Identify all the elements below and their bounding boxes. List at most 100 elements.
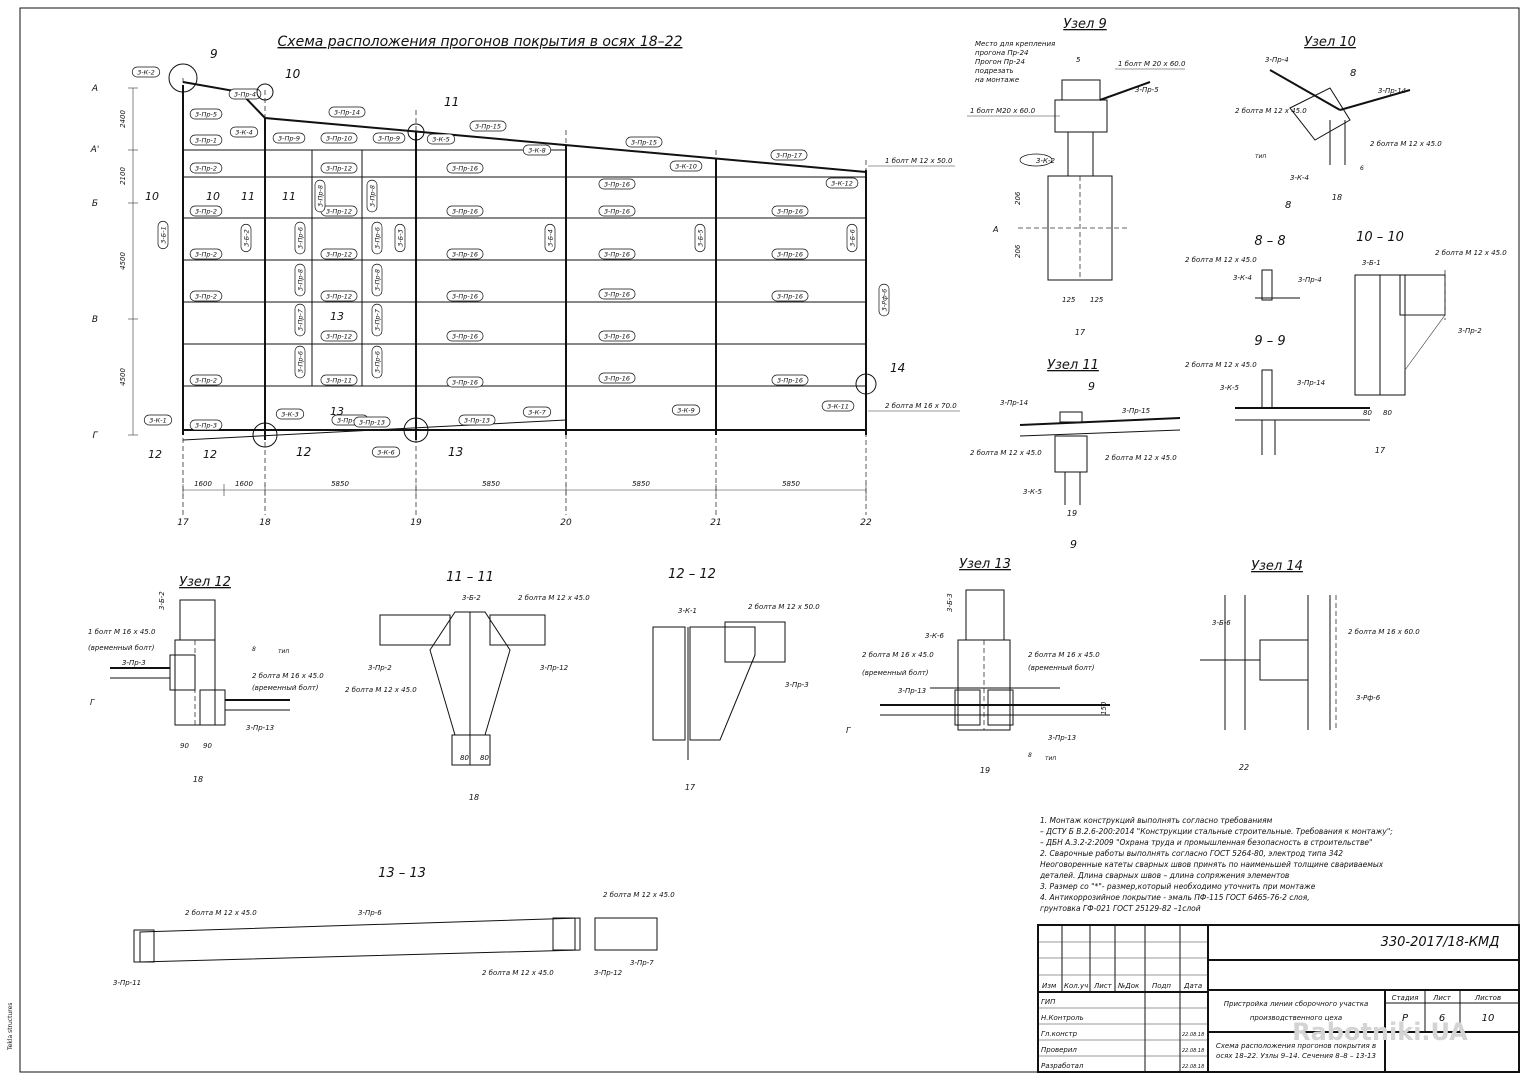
- sec99-mark-2: 3-Пр-14: [1297, 379, 1325, 387]
- uzel12-bolt-a: 1 болт М 16 х 45.0: [88, 628, 156, 636]
- sec1010-dim-1: 80: [1363, 409, 1372, 417]
- plan-tag-mid-7: 3-Пр-12: [320, 330, 358, 342]
- uzel9-note-4: подрезать: [975, 67, 1014, 75]
- svg-text:3-Пр-16: 3-Пр-16: [604, 208, 630, 216]
- sec88-mark-1: 3-К-4: [1233, 274, 1252, 282]
- svg-text:3-К-12: 3-К-12: [831, 180, 853, 188]
- main-plan: Схема расположения прогонов покрытия в о…: [90, 34, 960, 528]
- uzel9-mark-pr: 3-Пр-5: [1135, 86, 1159, 94]
- sec1313-mark-4: 3-Пр-7: [630, 959, 654, 967]
- axis-x-18: 18: [259, 518, 271, 528]
- svg-text:3-Пр-16: 3-Пр-16: [777, 377, 803, 385]
- tb-sheets: 10: [1482, 1013, 1495, 1024]
- svg-text:3-Пр-8: 3-Пр-8: [369, 185, 377, 207]
- svg-text:3-Пр-2: 3-Пр-2: [195, 208, 217, 216]
- plan-tag-main-1: 3-Пр-5: [189, 108, 223, 120]
- svg-text:3-Пр-13: 3-Пр-13: [337, 417, 363, 425]
- uzel9-title: Узел 9: [1063, 17, 1107, 32]
- svg-text:3-Б-2: 3-Б-2: [243, 229, 251, 246]
- sec1212-title: 12 – 12: [668, 567, 716, 582]
- uzel9-dim-1: 206: [1014, 191, 1022, 205]
- sec1111-dim-2: 80: [480, 754, 489, 762]
- plan-tag-main-31: 3-Б-5: [694, 223, 706, 253]
- uzel9-dim-3: 125: [1062, 296, 1076, 304]
- uzel12-axis: Г: [90, 698, 95, 707]
- uzel13-dim: 150: [1100, 701, 1108, 715]
- plan-tag-main-25: 3-К-6: [371, 446, 401, 458]
- plan-tag-16-2: 3-Пр-16: [446, 248, 484, 260]
- svg-text:3-Пр-13: 3-Пр-13: [464, 417, 490, 425]
- plan-tag-mid-12: 3-Пр-6: [371, 221, 383, 255]
- dims-bottom: 1600 1600 5850 5850 5850 5850: [182, 480, 867, 496]
- dim-left-4: 4500: [119, 368, 127, 386]
- uzel9-gap: 5: [1076, 56, 1081, 64]
- svg-text:3-Пр-8: 3-Пр-8: [317, 185, 325, 207]
- side-label: Tekla structures: [7, 1003, 14, 1051]
- sec88-title: 8 – 8: [1254, 234, 1285, 249]
- callout-10: 10: [285, 67, 301, 81]
- uzel9-note-2: прогона Пр-24: [975, 49, 1029, 57]
- svg-text:3-Пр-2: 3-Пр-2: [195, 293, 217, 301]
- axis-y-a: А: [91, 84, 98, 94]
- uzel14-title: Узел 14: [1251, 559, 1303, 574]
- uzel13-axis-num: 19: [980, 766, 990, 775]
- plan-tag-main-18: 3-Пр-17: [770, 149, 808, 161]
- uzel-10: Узел 10 3-Пр-4 3-Пр-14 3-К-4 2 болта М 1…: [1235, 35, 1442, 211]
- plan-tag-mid-13: 3-Пр-8: [294, 263, 306, 297]
- dim-bottom-1: 1600: [194, 480, 212, 488]
- uzel10-cut-2: 8: [1285, 200, 1291, 211]
- svg-text:3-Пр-9: 3-Пр-9: [378, 135, 400, 143]
- uzel12-mark-2: 3-Пр-3: [122, 659, 146, 667]
- uzel-13: Узел 13 3-Б-3 3-К-6 3-Пр-13 3-Пр-13 2 бо…: [846, 557, 1110, 775]
- sec1111-dim-1: 80: [460, 754, 469, 762]
- svg-text:3-Пр-12: 3-Пр-12: [326, 165, 352, 173]
- svg-text:3-Пр-15: 3-Пр-15: [631, 139, 657, 147]
- sec1010-mark-1: 3-Б-1: [1362, 259, 1381, 267]
- svg-text:3-Пр-6: 3-Пр-6: [297, 227, 305, 249]
- sec1313-mark-3: 3-Пр-12: [594, 969, 623, 977]
- uzel10-mark-2: 3-Пр-14: [1378, 87, 1406, 95]
- sec99-mark-1: 3-К-5: [1220, 384, 1239, 392]
- svg-text:3-Б-6: 3-Б-6: [849, 229, 857, 246]
- uzel-11: Узел 11 3-Пр-14 3-Пр-15 3-К-5 2 болта М …: [970, 358, 1181, 551]
- uzel-14: Узел 14 3-Б-6 3-Рф-6 2 болта М 16 х 60.0…: [1200, 559, 1420, 772]
- svg-text:3-Пр-16: 3-Пр-16: [604, 251, 630, 259]
- uzel11-title: Узел 11: [1047, 358, 1099, 373]
- note-7: 3. Размер со "*"- размер,который необход…: [1040, 882, 1316, 891]
- note-4: 2. Сварочные работы выполнять согласно Г…: [1040, 849, 1343, 858]
- svg-text:3-Пр-11: 3-Пр-11: [326, 377, 352, 385]
- uzel12-dim-2: 90: [203, 742, 212, 750]
- dim-bottom-6: 5850: [782, 480, 800, 488]
- plan-tag-16-6: 3-Пр-16: [598, 178, 636, 190]
- svg-text:3-К-11: 3-К-11: [827, 403, 849, 411]
- sec1212-mark-1: 3-К-1: [678, 607, 697, 615]
- uzel12-bolt-b: 2 болта М 16 х 45.0: [252, 672, 324, 680]
- plan-tag-16-1: 3-Пр-16: [446, 205, 484, 217]
- dim-left-1: 2400: [119, 110, 127, 128]
- uzel9-note-1: Место для крепления: [975, 40, 1055, 48]
- axis-x-labels: 17 18 19 20 21 22: [177, 518, 872, 528]
- uzel12-dim-1: 90: [180, 742, 189, 750]
- sec1111-bolt-1: 2 болта М 12 х 45.0: [518, 594, 590, 602]
- section-9-9: 9 – 9 2 болта М 12 х 45.0 3-К-5 3-Пр-14: [1185, 334, 1370, 455]
- svg-text:3-Пр-5: 3-Пр-5: [195, 111, 217, 119]
- uzel9-note-3: Прогон Пр-24: [975, 58, 1025, 66]
- plan-tag-mid-19: 3-Пр-13: [353, 416, 391, 428]
- plan-members: [182, 78, 867, 515]
- tb-header-nodoc: №Док: [1117, 982, 1140, 990]
- plan-tag-main-3: 3-Пр-2: [189, 162, 223, 174]
- svg-text:3-Б-1: 3-Б-1: [160, 226, 168, 243]
- uzel14-mark-1: 3-Б-6: [1212, 619, 1231, 627]
- axis-y-b: Б: [92, 199, 98, 209]
- uzel13-title: Узел 13: [959, 557, 1011, 572]
- plan-tag-mid-5: 3-Пр-12: [320, 248, 358, 260]
- svg-text:3-Пр-16: 3-Пр-16: [777, 293, 803, 301]
- uzel13-temp-b: (временный болт): [1028, 664, 1095, 672]
- svg-text:3-Б-5: 3-Б-5: [697, 229, 705, 246]
- sec88-bolt: 2 болта М 12 х 45.0: [1185, 256, 1257, 264]
- plan-tag-mid-2: 3-Пр-9: [372, 132, 406, 144]
- sec1313-title: 13 – 13: [378, 866, 426, 881]
- plan-tag-main-32: 3-Б-6: [846, 223, 858, 253]
- axis-x-22: 22: [860, 518, 872, 528]
- plan-tag-main-9: 3-К-1: [143, 414, 173, 426]
